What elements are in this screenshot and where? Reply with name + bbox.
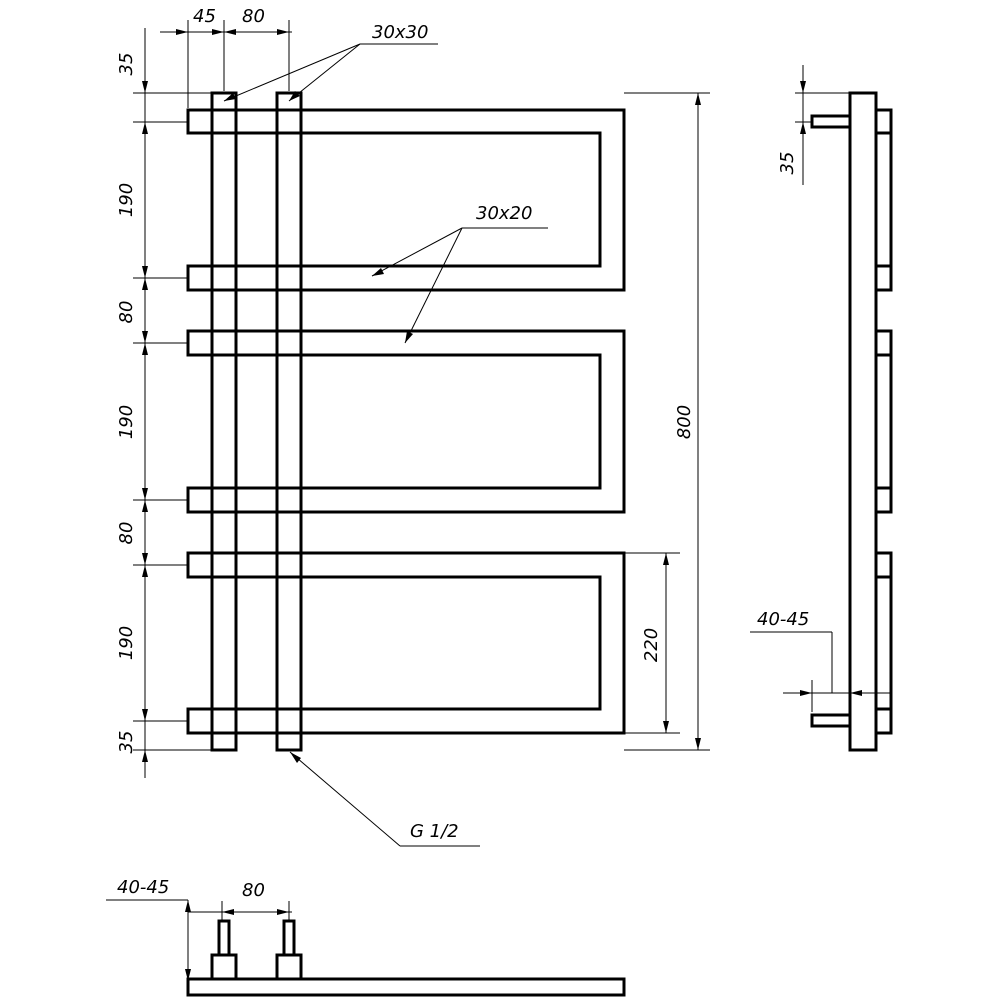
top-view-dimensions: 40-45 80 xyxy=(106,877,292,981)
dim-side-top-offset: 35 xyxy=(777,152,798,175)
side-dimensions: 35 40-45 xyxy=(750,65,890,712)
top-view-bar xyxy=(186,977,626,997)
collector-left xyxy=(210,91,238,752)
side-mount-top xyxy=(810,114,852,129)
dim-bottom-wall-distance: 40-45 xyxy=(117,877,169,898)
dim-section-height-2: 190 xyxy=(116,405,137,439)
top-view-collector-right xyxy=(275,953,303,981)
dim-top-margin: 35 xyxy=(116,53,137,76)
collector-overlaps xyxy=(210,133,303,709)
side-collector xyxy=(848,91,878,752)
dim-total-height: 800 xyxy=(674,405,695,439)
dim-bottom-margin: 35 xyxy=(116,731,137,754)
dim-top-spacing: 80 xyxy=(242,6,265,27)
bottom-connection-left xyxy=(210,731,238,752)
top-view-collector-left xyxy=(210,953,238,981)
dim-gap-1: 80 xyxy=(116,301,137,324)
dim-bottom-spacing: 80 xyxy=(242,880,265,901)
front-view xyxy=(186,91,626,752)
dim-section-height-3: 190 xyxy=(116,626,137,660)
dim-side-wall-distance: 40-45 xyxy=(757,609,809,630)
top-view xyxy=(186,919,626,997)
section-1 xyxy=(186,108,626,292)
label-connection: G 1/2 xyxy=(410,821,459,842)
collector-right xyxy=(275,91,303,752)
section-2 xyxy=(186,329,626,514)
label-bar-section: 30x20 xyxy=(476,203,532,224)
dim-section-height-1: 190 xyxy=(116,183,137,217)
dim-top-offset: 45 xyxy=(193,6,216,27)
bottom-connection-right xyxy=(275,731,303,752)
front-dimensions: 45 80 35 190 80 190 80 190 35 xyxy=(116,6,710,847)
dim-gap-2: 80 xyxy=(116,522,137,545)
label-collector-section: 30x30 xyxy=(372,22,428,43)
side-mount-bottom xyxy=(810,713,852,728)
dim-bottom-section-height: 220 xyxy=(641,628,662,662)
side-view xyxy=(810,91,893,752)
top-view-pipe-right xyxy=(282,919,296,957)
top-view-pipe-left xyxy=(217,919,231,957)
section-3 xyxy=(186,551,626,735)
